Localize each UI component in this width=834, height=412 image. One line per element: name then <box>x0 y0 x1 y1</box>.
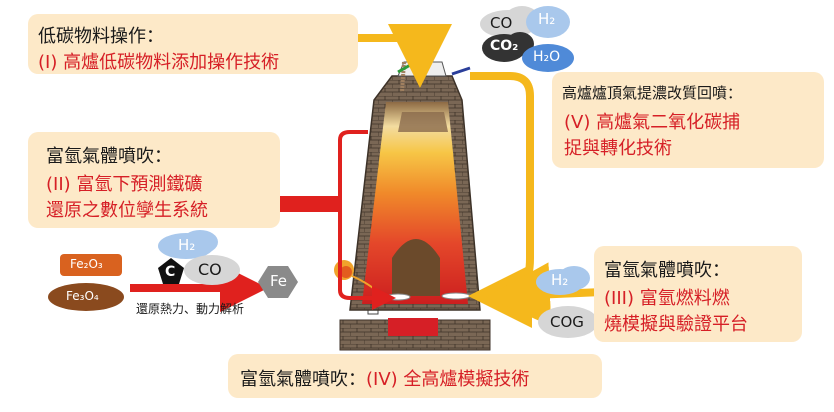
full-furnace-item: (IV) 全高爐模擬技術 <box>366 369 530 390</box>
h2-cloud-right <box>536 266 590 295</box>
h2-left-label: H₂ <box>178 236 196 254</box>
co2-top-label: CO₂ <box>490 38 519 54</box>
full-furnace-heading: 富氫氣體噴吹： <box>240 369 366 390</box>
hydrogen-twin-heading: 富氫氣體噴吹： <box>46 146 172 167</box>
hydrogen-combustion-heading: 富氫氣體噴吹： <box>604 260 730 281</box>
cog-cloud <box>538 306 598 338</box>
furnace-base <box>339 303 491 351</box>
fe3o4-label: Fe₃O₄ <box>66 289 99 303</box>
ore-fe3o4 <box>48 283 124 311</box>
co-h2-cloud <box>480 6 570 38</box>
fe-label: Fe <box>270 272 288 290</box>
fe2o3-label: Fe₂O₃ <box>70 257 103 271</box>
blast-furnace <box>334 61 481 311</box>
co-top-label: CO <box>490 14 513 32</box>
charge-arrow <box>356 24 452 88</box>
reduction-arrow-label: 還原熱力、動力解析 <box>136 302 245 316</box>
twin-connector <box>280 196 340 212</box>
carbon-label: C <box>165 264 176 280</box>
low-carbon-heading: 低碳物料操作： <box>38 26 164 47</box>
carbon-pentagon-icon <box>158 258 184 284</box>
hydrogen-combustion-item-line2: 燒模擬與驗證平台 <box>604 314 748 335</box>
ore-fe2o3 <box>60 254 122 276</box>
top-gas-heading: 高爐爐頂氣提濃改質回噴： <box>562 84 743 102</box>
cog-label: COG <box>550 313 584 331</box>
full-furnace-line: 富氫氣體噴吹：(IV) 全高爐模擬技術 <box>240 365 529 391</box>
full-furnace-box: 富氫氣體噴吹：(IV) 全高爐模擬技術 <box>228 354 602 398</box>
top-gas-item-line2: 捉與轉化技術 <box>564 138 672 159</box>
low-carbon-box: 低碳物料操作： (I) 高爐低碳物料添加操作技術 <box>28 14 358 74</box>
top-gas-box: 高爐爐頂氣提濃改質回噴： (V) 高爐氣二氧化碳捕 捉與轉化技術 <box>552 72 824 168</box>
top-gas-recycle-arrow <box>468 72 534 328</box>
co-left-label: CO <box>198 260 222 279</box>
hydrogen-twin-item-line1: (II) 富氫下預測鐵礦 <box>46 174 203 195</box>
hydrogen-twin-item-line2: 還原之數位孿生系統 <box>46 200 208 221</box>
twin-bracket <box>338 130 396 310</box>
low-carbon-item: (I) 高爐低碳物料添加操作技術 <box>38 52 280 73</box>
h2o-top-label: H₂O <box>533 49 561 65</box>
h2-right-label: H₂ <box>551 271 569 289</box>
hydrogen-combustion-item-line1: (III) 富氫燃料燃 <box>604 288 730 309</box>
hydrogen-twin-box: 富氫氣體噴吹： (II) 富氫下預測鐵礦 還原之數位孿生系統 <box>28 132 280 228</box>
iron-hexagon-icon <box>258 266 298 298</box>
h2-cloud-left <box>158 230 218 259</box>
h2-top-label: H₂ <box>538 10 556 28</box>
hydrogen-combustion-box: 富氫氣體噴吹： (III) 富氫燃料燃 燒模擬與驗證平台 <box>594 246 802 342</box>
top-gas-item-line1: (V) 高爐氣二氧化碳捕 <box>564 112 741 133</box>
co-cloud-left <box>184 255 240 285</box>
h2o-cloud <box>522 44 574 72</box>
furnace-core <box>392 239 440 296</box>
